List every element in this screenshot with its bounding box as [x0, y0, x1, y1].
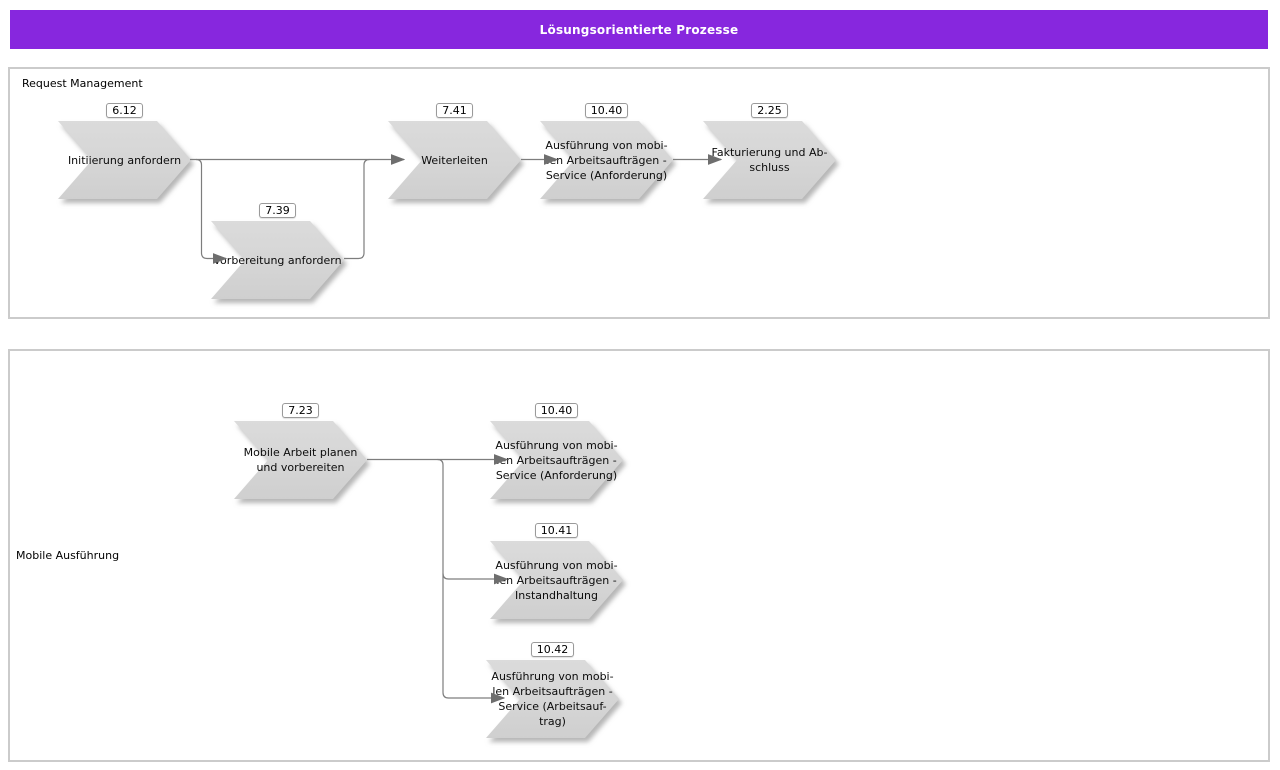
section-mobile-ausfuehrung: Mobile Ausführung [8, 349, 1270, 762]
process-id-badge: 7.23 [282, 403, 319, 418]
process-node-mobile-arbeit-planen[interactable]: 7.23 Mobile Arbeit planen und vorbereite… [234, 403, 367, 499]
process-node-label: Weiterleiten [421, 153, 488, 167]
section-label: Mobile Ausführung [16, 549, 120, 562]
process-node-label: Fakturierung und Ab- schluss [711, 146, 828, 174]
process-node-label: Initiierung anfordern [67, 153, 182, 167]
chevron-shape [234, 421, 367, 499]
chevron-shape [486, 660, 619, 738]
chevron-shape [490, 541, 623, 619]
process-node-fakturierung-und-abschluss[interactable]: 2.25 Fakturierung und Ab- schluss [703, 103, 836, 199]
process-node-ausfuehrung-service-anforderung-2[interactable]: 10.40 Ausführung von mobi- len Arbeitsau… [490, 403, 623, 499]
process-node-label: Ausführung von mobi- len Arbeitsaufträge… [495, 438, 618, 482]
process-node-ausfuehrung-service-arbeitsauftrag[interactable]: 10.42 Ausführung von mobi- len Arbeitsau… [486, 642, 619, 738]
process-id-badge: 7.39 [259, 203, 296, 218]
chevron-shape [703, 121, 836, 199]
process-id-badge: 10.42 [530, 642, 575, 657]
chevron-shape [211, 221, 344, 299]
process-node-label: Ausführung von mobi- len Arbeitsaufträge… [495, 558, 618, 602]
chevron-shape [388, 121, 521, 199]
process-node-ausfuehrung-instandhaltung[interactable]: 10.41 Ausführung von mobi- len Arbeitsau… [490, 523, 623, 619]
section-label: Request Management [22, 77, 143, 90]
process-id-badge: 10.40 [534, 403, 579, 418]
chevron-shape [540, 121, 673, 199]
process-id-badge: 2.25 [751, 103, 788, 118]
process-node-weiterleiten[interactable]: 7.41 Weiterleiten [388, 103, 521, 199]
process-node-initiierung-anfordern[interactable]: 6.12 Initiierung anfordern [58, 103, 191, 199]
process-node-label: Vorbereitung anfordern [213, 253, 342, 267]
diagram-title-banner: Lösungsorientierte Prozesse [10, 10, 1268, 49]
process-node-ausfuehrung-service-anforderung[interactable]: 10.40 Ausführung von mobi- len Arbeitsau… [540, 103, 673, 199]
process-node-label: Mobile Arbeit planen und vorbereiten [243, 446, 358, 474]
process-node-label: Ausführung von mobi- len Arbeitsaufträge… [491, 670, 614, 728]
process-node-vorbereitung-anfordern[interactable]: 7.39 Vorbereitung anfordern [211, 203, 344, 299]
process-id-badge: 6.12 [106, 103, 143, 118]
process-id-badge: 7.41 [436, 103, 473, 118]
process-node-label: Ausführung von mobi- len Arbeitsaufträge… [545, 138, 668, 182]
process-id-badge: 10.40 [584, 103, 629, 118]
chevron-shape [490, 421, 623, 499]
chevron-shape [58, 121, 191, 199]
diagram-title: Lösungsorientierte Prozesse [539, 22, 739, 37]
process-id-badge: 10.41 [534, 523, 579, 538]
